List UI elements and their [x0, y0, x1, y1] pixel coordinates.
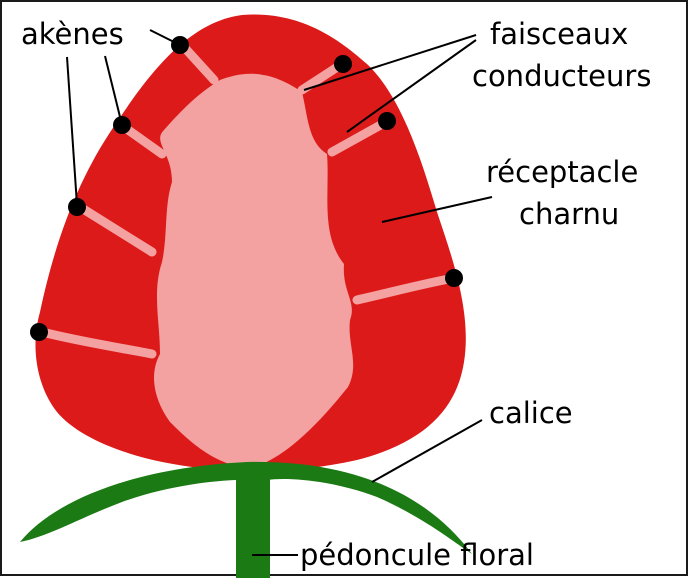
achene-dot [334, 55, 352, 73]
achene-dot [68, 198, 86, 216]
achene-dot [445, 269, 463, 287]
achene-dot [30, 323, 48, 341]
peduncle-stalk [236, 470, 270, 578]
achene-dot [171, 36, 189, 54]
leader-akenes-2 [105, 56, 122, 125]
label-calice: calice [489, 396, 573, 430]
achene-dot [378, 112, 396, 130]
label-faisceaux: faisceaux [490, 17, 628, 51]
label-charnu: charnu [519, 197, 619, 231]
label-pedoncule: pédoncule floral [300, 538, 534, 572]
leader-akenes-3 [67, 57, 77, 205]
achene-dot [113, 116, 131, 134]
label-receptacle: réceptacle [486, 155, 638, 189]
label-conducteurs: conducteurs [472, 59, 651, 93]
label-akenes: akènes [21, 17, 124, 51]
